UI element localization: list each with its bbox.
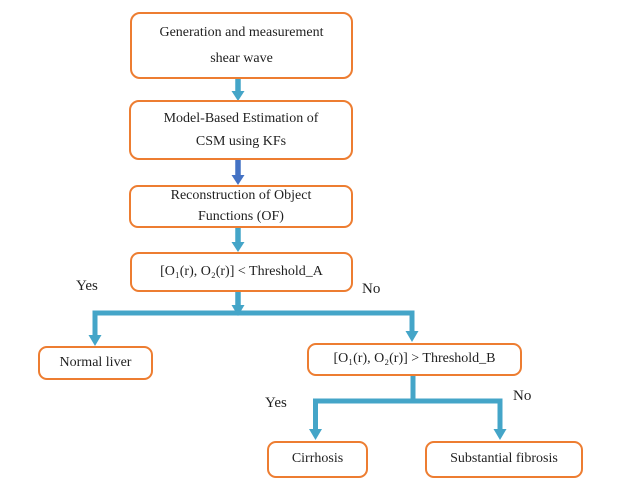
branch-label-yes-thresholdA: Yes	[76, 278, 98, 294]
branch-label-no-thresholdB: No	[513, 388, 532, 404]
node-shear-wave-line2: shear wave	[210, 50, 273, 66]
node-normal-liver: Normal liver	[38, 346, 153, 380]
node-reconstruction-line2: Functions (OF)	[198, 208, 284, 224]
node-threshold-b-decision: [O₁(r), O₂(r)] > Threshold_B	[307, 343, 522, 376]
node-threshold-a-text: [O₁(r), O₂(r)] < Threshold_A	[160, 263, 323, 279]
node-substantial-fibrosis: Substantial fibrosis	[425, 441, 583, 478]
branch-label-no-thresholdA: No	[362, 281, 381, 297]
node-reconstruction-line1: Reconstruction of Object	[170, 188, 312, 204]
arrow-shearwave-to-estimation	[231, 79, 245, 101]
arrow-estimation-to-reconstruction	[231, 160, 245, 185]
arrow-rail-to-cirrhosis	[309, 401, 322, 440]
node-shear-wave-line1: Generation and measurement	[159, 24, 324, 40]
node-cirrhosis: Cirrhosis	[267, 441, 368, 478]
node-reconstruction-object-functions: Reconstruction of Object Functions (OF)	[129, 185, 353, 228]
arrow-rail-to-substantial-fibrosis	[493, 401, 507, 440]
node-cirrhosis-text: Cirrhosis	[291, 451, 344, 467]
branch-label-yes-thresholdB: Yes	[265, 395, 287, 411]
node-shear-wave: Generation and measurement shear wave	[130, 12, 353, 79]
node-substantial-fibrosis-text: Substantial fibrosis	[450, 451, 558, 467]
node-normal-liver-text: Normal liver	[59, 354, 132, 370]
node-estimation-line2: CSM using KFs	[195, 134, 287, 149]
node-threshold-b-text: [O₁(r), O₂(r)] > Threshold_B	[333, 351, 496, 367]
node-model-based-estimation: Model-Based Estimation of CSM using KFs	[129, 100, 353, 160]
node-threshold-a-decision: [O₁(r), O₂(r)] < Threshold_A	[130, 252, 353, 292]
node-estimation-line1: Model-Based Estimation of	[163, 110, 319, 126]
arrow-reconstruction-to-thresholdA	[231, 228, 245, 252]
arrow-rail-to-thresholdB	[405, 313, 419, 342]
arrow-rail-to-normal-liver	[88, 313, 102, 346]
